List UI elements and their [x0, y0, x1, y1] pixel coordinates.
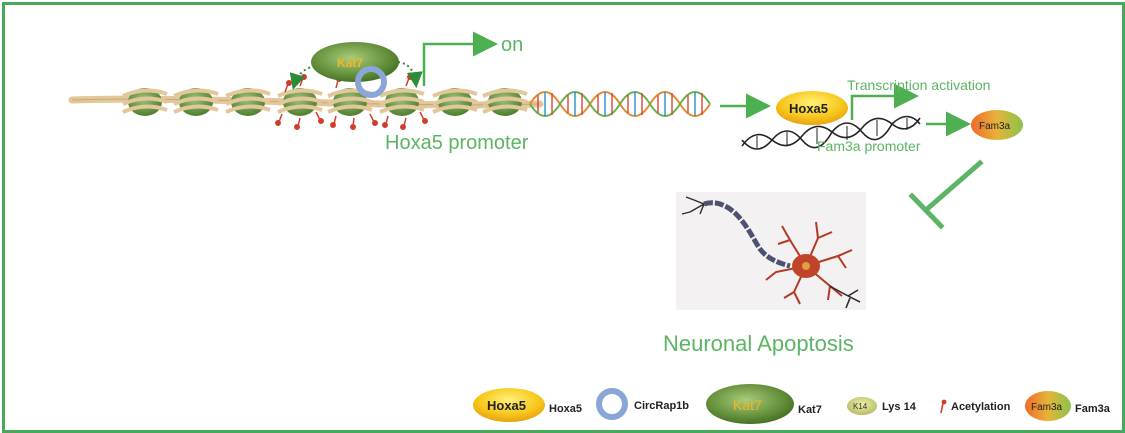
inhibition-t-bar: [908, 159, 984, 230]
legend-k14: K14 Lys 14: [847, 397, 917, 415]
fam3a-node: Fam3a: [971, 110, 1023, 140]
acetylation-mark: [299, 74, 307, 87]
acetylation-mark: [275, 113, 283, 126]
transcription-activation-label: Transcription activation: [847, 77, 990, 93]
circrap1b-ring: [355, 66, 387, 98]
dna-helix: [529, 91, 711, 117]
kat7-dotted-arrow-right: [397, 61, 423, 88]
kat7-node-label: Kat7: [337, 56, 363, 70]
fam3a-promoter-dna: [741, 115, 921, 150]
nucleosome: [432, 88, 478, 116]
legend-kat7: Kat7 Kat7: [706, 384, 822, 424]
legend-fam3a: Fam3a Fam3a: [1025, 391, 1111, 421]
nucleosome: [225, 88, 271, 116]
nucleosomes: [122, 88, 528, 116]
acetylation-mark: [400, 117, 407, 130]
legend-acetylation-text: Acetylation: [951, 401, 1011, 413]
legend-kat7-badge: Kat7: [733, 397, 762, 413]
hoxa5-node-label: Hoxa5: [789, 101, 828, 116]
legend-hoxa5: Hoxa5 Hoxa5: [473, 388, 582, 422]
nucleosome: [379, 88, 425, 116]
neuron-image: [676, 192, 866, 310]
fam3a-node-label: Fam3a: [979, 121, 1011, 132]
acetylation-mark: [382, 115, 389, 128]
legend-k14-badge: K14: [853, 402, 868, 411]
legend-circrap1b: CircRap1b: [596, 388, 689, 420]
nucleosome: [277, 88, 323, 116]
hoxa5-promoter-label: Hoxa5 promoter: [385, 132, 529, 154]
acetylation-mark: [369, 113, 378, 126]
acetylation-mark: [294, 117, 301, 130]
acetylation-mark: [330, 115, 337, 128]
legend-hoxa5-badge: Hoxa5: [487, 398, 526, 413]
acetylation-mark: [405, 74, 413, 87]
on-label: on: [501, 34, 523, 56]
acetylation-mark: [315, 111, 324, 124]
acetylation-mark: [350, 117, 356, 130]
nucleosome: [173, 88, 219, 116]
legend-fam3a-badge: Fam3a: [1031, 402, 1063, 413]
legend-lys14-text: Lys 14: [882, 401, 917, 413]
legend: Hoxa5 Hoxa5 CircRap1b Kat7 Kat7 K14 Lys …: [473, 384, 1111, 424]
fam3a-promoter-label: Fam3a promoter: [817, 138, 921, 154]
acetylation-mark: [419, 111, 428, 124]
kat7-complex: Kat7: [311, 42, 399, 98]
legend-acetylation: Acetylation: [940, 399, 1011, 414]
legend-kat7-text: Kat7: [798, 404, 822, 416]
legend-fam3a-text: Fam3a: [1075, 403, 1111, 415]
nucleosome: [122, 88, 168, 116]
legend-hoxa5-text: Hoxa5: [549, 403, 582, 415]
on-arrow: [422, 31, 498, 86]
neuronal-apoptosis-label: Neuronal Apoptosis: [663, 331, 854, 356]
transcription-activation-arrow: [850, 83, 919, 120]
nucleosome: [482, 88, 528, 116]
hoxa5-node: Hoxa5: [776, 91, 848, 125]
legend-circrap1b-text: CircRap1b: [634, 400, 689, 412]
